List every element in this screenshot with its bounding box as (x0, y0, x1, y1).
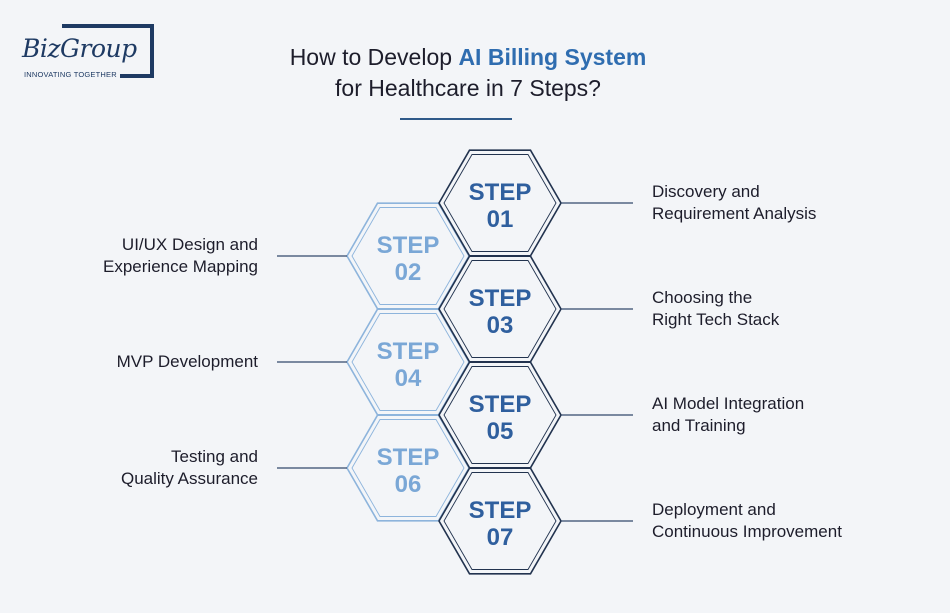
title-underline (400, 118, 512, 120)
step-04-label: MVP Development (117, 351, 258, 373)
title-line-2: for Healthcare in 7 Steps? (335, 75, 601, 101)
step-number: 03 (487, 312, 514, 339)
step-05-label: AI Model Integration and Training (652, 393, 804, 437)
label-line: Testing and (171, 447, 258, 466)
label-line: Right Tech Stack (652, 310, 780, 329)
label-line: Quality Assurance (120, 469, 258, 488)
label-line: AI Model Integration (652, 394, 805, 413)
label-line: UI/UX Design and (121, 235, 258, 254)
step-word: STEP (377, 444, 440, 471)
hexagon-inner (443, 154, 557, 252)
step-number: 04 (395, 365, 422, 392)
logo-tagline: INNOVATING TOGETHER (24, 70, 120, 79)
label-line: Requirement Analysis (652, 204, 817, 223)
label-line: Experience Mapping (103, 257, 258, 276)
label-line: Continuous Improvement (652, 522, 842, 541)
hexagon-inner (351, 419, 465, 517)
hexagon-inner (351, 313, 465, 411)
step-word: STEP (469, 285, 532, 312)
hexagon-inner (443, 260, 557, 358)
step-number: 02 (395, 259, 422, 286)
logo-wordmark: BizGroup (22, 34, 139, 63)
hexagon-inner (351, 207, 465, 305)
step-word: STEP (377, 338, 440, 365)
hexagon-inner (443, 472, 557, 570)
page-title: How to Develop AI Billing System for Hea… (200, 42, 736, 104)
step-number: 06 (395, 471, 422, 498)
label-line: MVP Development (116, 352, 258, 371)
step-word: STEP (377, 232, 440, 259)
step-word: STEP (469, 179, 532, 206)
label-line: Discovery and (652, 182, 760, 201)
step-word: STEP (469, 497, 532, 524)
title-highlight: AI Billing System (458, 44, 647, 70)
step-number: 01 (487, 206, 514, 233)
label-line: and Training (652, 416, 746, 435)
label-line: Deployment and (652, 500, 776, 519)
title-prefix: How to Develop (289, 44, 459, 70)
step-number: 07 (487, 524, 514, 551)
step-number: 05 (487, 418, 514, 445)
hexagon-inner (443, 366, 557, 464)
label-line: Choosing the (652, 288, 753, 307)
bizgroup-logo: BizGroup INNOVATING TOGETHER (22, 24, 156, 84)
step-word: STEP (469, 391, 532, 418)
